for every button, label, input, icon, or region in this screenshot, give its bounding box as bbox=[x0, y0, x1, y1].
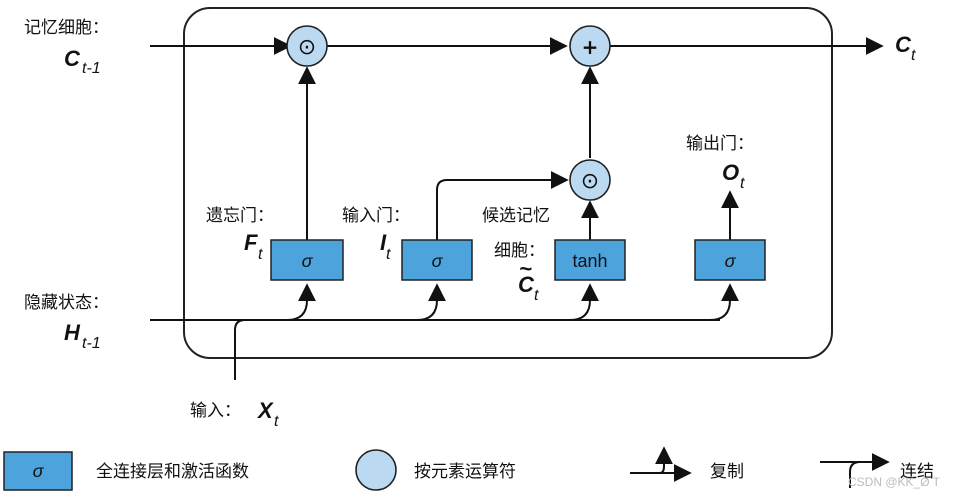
watermark: CSDN @KK_Ø T bbox=[848, 475, 941, 489]
forget-gate-var: F bbox=[244, 230, 258, 255]
cell-state-output-sub: t bbox=[911, 47, 916, 64]
forget-gate-sub: t bbox=[258, 246, 263, 263]
legend-copy-icon bbox=[630, 446, 673, 474]
input-gate-symbol: σ bbox=[432, 251, 444, 271]
legend-concat-icon bbox=[849, 461, 861, 488]
branch-forget bbox=[286, 283, 316, 321]
cell-state-output-var: C bbox=[895, 32, 912, 57]
forget-gate-label: 遗忘门： bbox=[206, 206, 274, 226]
cell-state-input-sub: t-1 bbox=[82, 60, 101, 77]
legend-concat-label: 连结 bbox=[900, 462, 934, 482]
input-x-sub: t bbox=[274, 413, 279, 430]
legend-elementwise-circle bbox=[355, 449, 397, 491]
input-gate-var: I bbox=[380, 230, 387, 255]
forget-gate-symbol: σ bbox=[302, 251, 314, 271]
branch-candidate bbox=[569, 283, 599, 321]
candidate-var: C bbox=[518, 272, 535, 297]
hidden-state-sub: t-1 bbox=[82, 335, 101, 352]
branch-output bbox=[709, 283, 739, 321]
input-gate-sub: t bbox=[386, 246, 391, 263]
branch-input bbox=[416, 283, 446, 321]
legend-copy-label: 复制 bbox=[710, 462, 744, 482]
input-gate-label: 输入门： bbox=[342, 206, 410, 226]
output-gate-box bbox=[694, 239, 766, 281]
input-gate-box bbox=[401, 239, 473, 281]
candidate-label-line1: 候选记忆 bbox=[482, 206, 550, 226]
cell-state-input-var: C bbox=[64, 46, 81, 71]
legend-fc-box bbox=[3, 451, 73, 491]
forget-multiply-symbol: ⊙ bbox=[298, 35, 316, 60]
legend-elementwise-label: 按元素运算符 bbox=[414, 462, 516, 482]
candidate-sub: t bbox=[534, 287, 539, 304]
cell-state-input-label: 记忆细胞： bbox=[24, 18, 109, 38]
candidate-box bbox=[554, 239, 626, 281]
candidate-multiply-symbol: ⊙ bbox=[581, 169, 599, 194]
output-gate-symbol: σ bbox=[725, 251, 737, 271]
candidate-label-line2: 细胞： bbox=[494, 241, 545, 261]
input-x-label: 输入： bbox=[190, 401, 241, 421]
candidate-symbol: tanh bbox=[572, 251, 607, 271]
output-gate-label: 输出门： bbox=[686, 134, 754, 154]
input-gate-arrow bbox=[436, 171, 569, 240]
hidden-state-var: H bbox=[64, 320, 81, 345]
input-x-line bbox=[234, 319, 246, 380]
candidate-var-tilde: ~ bbox=[519, 256, 532, 281]
legend-fc-label: 全连接层和激活函数 bbox=[96, 462, 249, 482]
candidate-multiply-circle bbox=[569, 159, 611, 201]
hidden-state-label: 隐藏状态： bbox=[24, 293, 109, 313]
add-symbol: + bbox=[582, 35, 599, 59]
add-circle bbox=[569, 25, 611, 67]
output-gate-var: O bbox=[722, 160, 739, 185]
legend-fc-symbol: σ bbox=[33, 461, 45, 481]
output-gate-sub: t bbox=[740, 175, 745, 192]
forget-multiply-circle bbox=[286, 25, 328, 67]
input-x-var: X bbox=[256, 398, 274, 423]
forget-gate-box bbox=[270, 239, 344, 281]
lstm-cell-frame bbox=[183, 7, 833, 359]
